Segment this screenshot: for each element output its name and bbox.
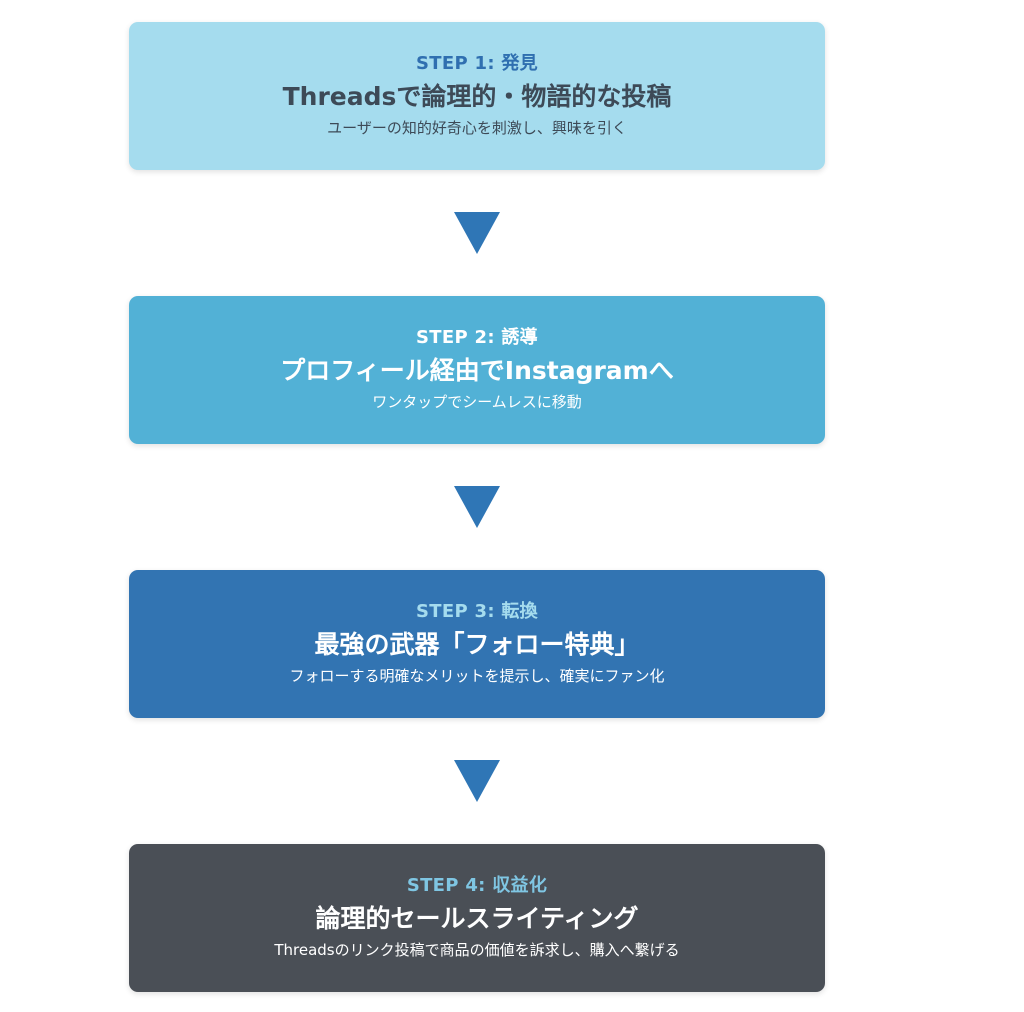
step-card-1: STEP 1: 発見 Threadsで論理的・物語的な投稿 ユーザーの知的好奇心… <box>129 22 825 170</box>
step-title: 論理的セールスライティング <box>315 904 639 933</box>
step-description: ワンタップでシームレスに移動 <box>372 393 582 411</box>
step-label: STEP 1: 発見 <box>416 53 538 74</box>
step-label: STEP 3: 転換 <box>416 601 538 622</box>
down-arrow-icon <box>454 212 500 254</box>
arrow-connector <box>129 170 825 296</box>
step-label: STEP 2: 誘導 <box>416 327 538 348</box>
step-description: フォローする明確なメリットを提示し、確実にファン化 <box>289 667 665 685</box>
step-card-3: STEP 3: 転換 最強の武器「フォロー特典」 フォローする明確なメリットを提… <box>129 570 825 718</box>
step-card-2: STEP 2: 誘導 プロフィール経由でInstagramへ ワンタップでシーム… <box>129 296 825 444</box>
step-description: ユーザーの知的好奇心を刺激し、興味を引く <box>327 119 627 137</box>
step-title: Threadsで論理的・物語的な投稿 <box>282 82 672 111</box>
down-arrow-icon <box>454 486 500 528</box>
step-title: プロフィール経由でInstagramへ <box>280 356 674 385</box>
step-card-4: STEP 4: 収益化 論理的セールスライティング Threadsのリンク投稿で… <box>129 844 825 992</box>
arrow-connector <box>129 444 825 570</box>
arrow-connector <box>129 718 825 844</box>
down-arrow-icon <box>454 760 500 802</box>
funnel-flow: STEP 1: 発見 Threadsで論理的・物語的な投稿 ユーザーの知的好奇心… <box>129 22 825 992</box>
step-label: STEP 4: 収益化 <box>406 875 548 896</box>
step-description: Threadsのリンク投稿で商品の価値を訴求し、購入へ繋げる <box>274 941 680 959</box>
step-title: 最強の武器「フォロー特典」 <box>314 630 640 659</box>
